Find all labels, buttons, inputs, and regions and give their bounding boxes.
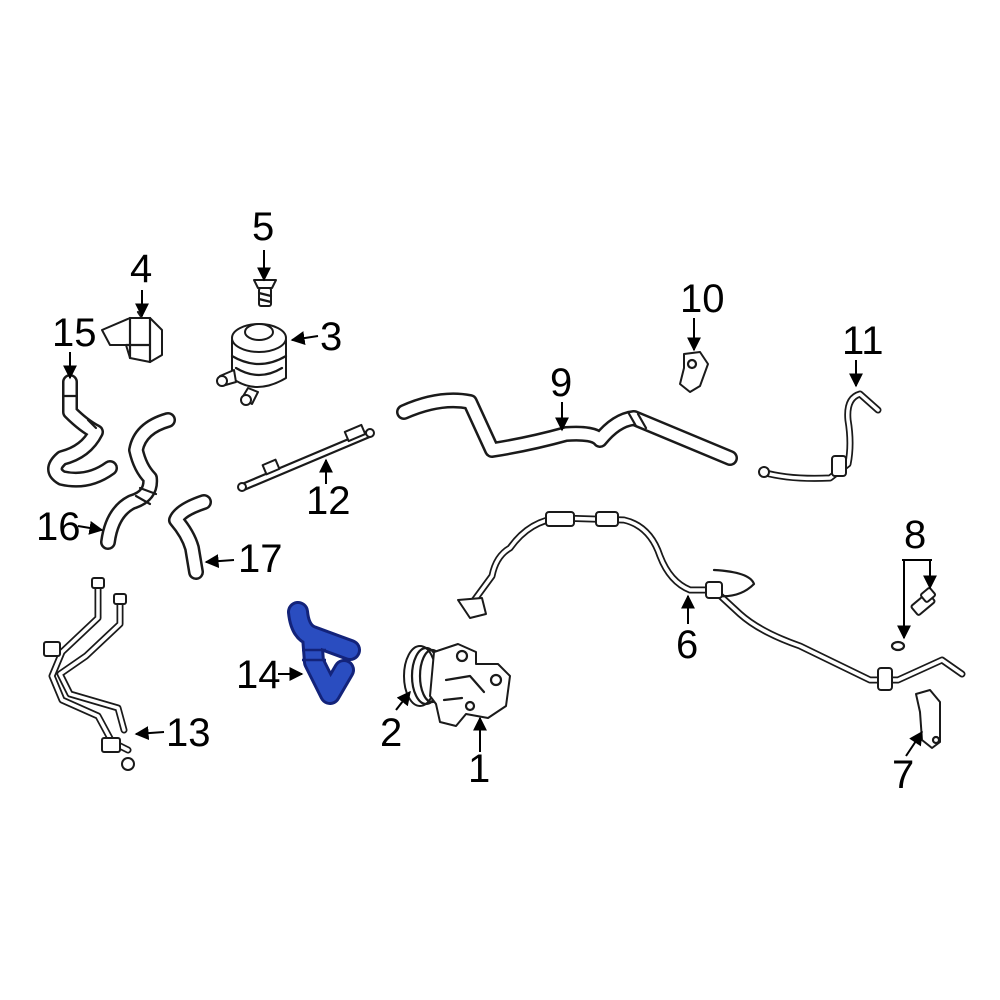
- callout-11: 11: [842, 319, 884, 363]
- part-13-cooler-pipes: [43, 577, 135, 771]
- callout-4: 4: [130, 247, 152, 291]
- callout-16: 16: [36, 505, 81, 549]
- callout-13: 13: [166, 711, 211, 755]
- callout-1: 1: [468, 747, 490, 791]
- callout-3: 3: [320, 315, 342, 359]
- part-10-clip: [679, 351, 709, 393]
- part-9-hose: [396, 392, 738, 466]
- part-5-bolt: [253, 279, 277, 307]
- part-14-hose-highlighted[interactable]: [287, 601, 361, 705]
- part-4-bracket: [101, 310, 163, 364]
- callout-6: 6: [676, 623, 698, 667]
- part-3-reservoir: [216, 323, 288, 406]
- callout-12: 12: [306, 479, 351, 523]
- part-17-hose: [168, 494, 212, 580]
- part-16-hose: [100, 412, 176, 550]
- callout-7: 7: [892, 753, 914, 797]
- part-11-pipe: [758, 390, 882, 482]
- callout-9: 9: [550, 361, 572, 405]
- part-8-fitting: [890, 587, 936, 652]
- callout-leaders: [63, 250, 937, 757]
- callout-5: 5: [252, 205, 274, 249]
- part-7-bracket: [915, 689, 941, 749]
- callout-15: 15: [52, 311, 97, 355]
- callout-8: 8: [904, 513, 926, 557]
- part-15-hose: [47, 374, 118, 488]
- part-12-rod: [237, 423, 375, 492]
- part-2-pulley: [403, 645, 446, 707]
- callout-10: 10: [680, 277, 725, 321]
- callout-14: 14: [236, 653, 281, 697]
- part-6-pressure-line: [457, 511, 966, 691]
- part-1-pump: [429, 643, 511, 727]
- callout-labels: 1 2 3 4 5 6 7 8 9 10 11 12 13 14 15 16 1…: [36, 205, 926, 797]
- callout-2: 2: [380, 711, 402, 755]
- callout-17: 17: [238, 537, 283, 581]
